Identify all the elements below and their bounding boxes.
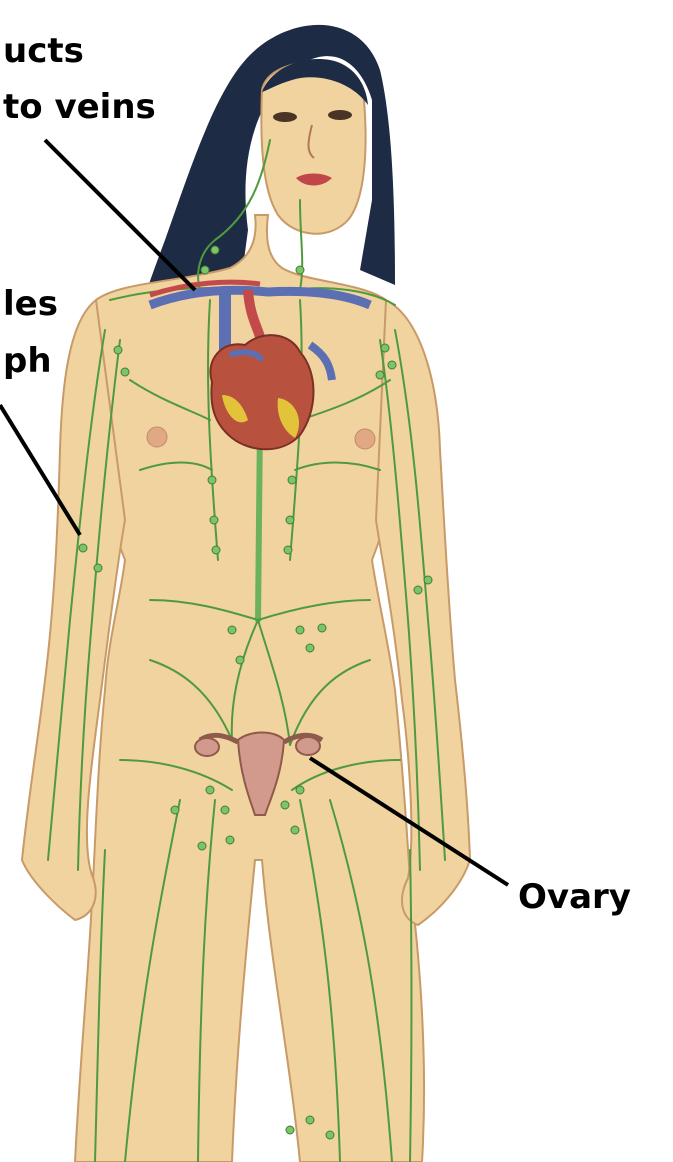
ovary-left xyxy=(195,738,219,756)
head xyxy=(261,59,368,234)
leader-line-ducts xyxy=(45,140,195,290)
label-ducts-line2: to veins xyxy=(3,87,156,127)
label-ovary: Ovary xyxy=(518,877,631,917)
label-ducts-line1: ucts xyxy=(3,31,84,71)
label-vessels-line1: les xyxy=(3,284,58,324)
label-vessels-line2: ph xyxy=(3,341,52,381)
ovary-right xyxy=(296,737,320,755)
heart xyxy=(210,335,313,449)
